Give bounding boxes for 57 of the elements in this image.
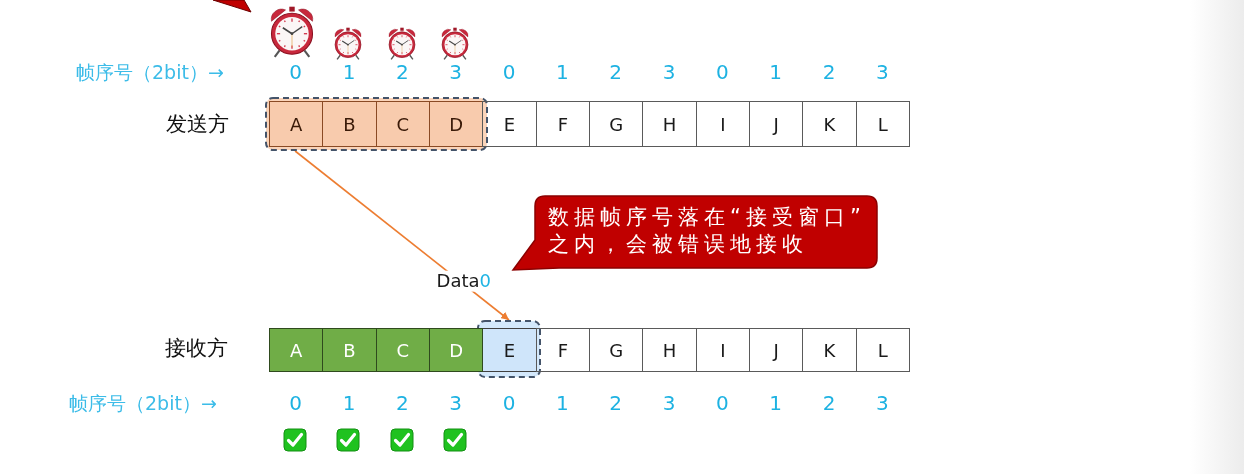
row-label: 接收方 bbox=[165, 336, 228, 362]
sequence-number: 0 bbox=[715, 60, 729, 84]
sequence-number: 3 bbox=[875, 60, 889, 84]
frame-cell: A bbox=[269, 101, 324, 147]
sequence-number: 1 bbox=[342, 391, 356, 415]
frame-cell: B bbox=[322, 328, 377, 372]
sequence-number: 1 bbox=[342, 60, 356, 84]
sliding-window bbox=[265, 97, 488, 151]
frame-cell: K bbox=[802, 328, 857, 372]
sequence-number: 0 bbox=[502, 391, 516, 415]
frame-cell: E bbox=[482, 101, 537, 147]
edge-label: Data0 bbox=[435, 270, 492, 292]
sequence-number: 0 bbox=[502, 60, 516, 84]
frame-cell: D bbox=[429, 328, 484, 372]
sequence-caption: 帧序号（2bit）→ bbox=[69, 391, 217, 415]
sequence-number: 2 bbox=[822, 391, 836, 415]
frame-cell: J bbox=[749, 328, 804, 372]
sequence-number: 2 bbox=[395, 60, 409, 84]
sequence-number: 0 bbox=[715, 391, 729, 415]
sequence-number: 1 bbox=[769, 391, 782, 415]
frame-cell: J bbox=[749, 101, 804, 147]
sequence-caption: 帧序号（2bit）→ bbox=[76, 60, 224, 84]
frame-cell: A bbox=[269, 328, 324, 372]
arrow bbox=[294, 150, 510, 321]
sequence-number: 1 bbox=[555, 60, 569, 84]
sequence-number: 3 bbox=[662, 60, 676, 84]
sequence-number: 1 bbox=[555, 391, 569, 415]
frame-cell: K bbox=[802, 101, 857, 147]
sequence-number: 2 bbox=[395, 391, 409, 415]
frame-cell: I bbox=[695, 101, 750, 147]
frame-cell: E bbox=[482, 328, 537, 372]
frame-cell: H bbox=[642, 101, 697, 147]
frame-cell: L bbox=[855, 328, 910, 372]
frame-cell: C bbox=[375, 328, 430, 372]
sequence-number: 0 bbox=[289, 60, 302, 84]
frame-cell: G bbox=[589, 328, 644, 372]
sequence-number: 3 bbox=[875, 391, 889, 415]
callout-text: 数据帧序号落在“接受窗口”之内，会被错误地接收 bbox=[548, 204, 867, 258]
frame-cell: F bbox=[535, 328, 590, 372]
row-label: 发送方 bbox=[166, 112, 229, 138]
frame-cell: F bbox=[535, 101, 590, 147]
frame-cell: H bbox=[642, 328, 697, 372]
sequence-number: 2 bbox=[609, 391, 622, 415]
frame-cell: C bbox=[375, 101, 430, 147]
frame-cell: B bbox=[322, 101, 377, 147]
frame-cell: L bbox=[855, 101, 910, 147]
sequence-number: 2 bbox=[822, 60, 836, 84]
sequence-number: 3 bbox=[449, 60, 462, 84]
sequence-number: 3 bbox=[449, 391, 462, 415]
frame-cell: G bbox=[589, 101, 644, 147]
sequence-number: 1 bbox=[769, 60, 782, 84]
frame-cell: D bbox=[429, 101, 484, 147]
sliding-window bbox=[477, 320, 541, 378]
frame-cell: I bbox=[695, 328, 750, 372]
sequence-number: 2 bbox=[609, 60, 622, 84]
sequence-number: 0 bbox=[289, 391, 302, 415]
sequence-number: 3 bbox=[662, 391, 676, 415]
